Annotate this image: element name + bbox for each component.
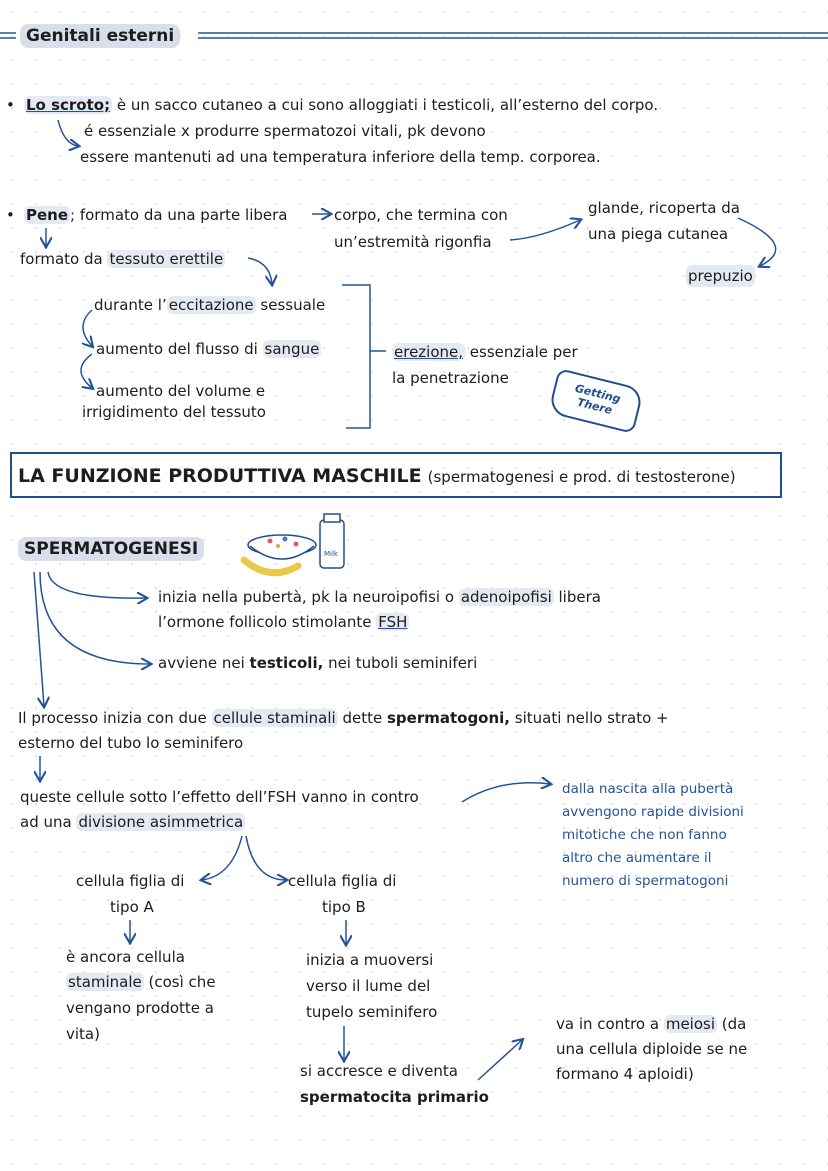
queste2-hl: divisione asimmetrica [76, 813, 246, 831]
figlia-b-line-2: tipo B [322, 898, 366, 916]
dalla-note-3: mitotiche che non fanno [562, 827, 727, 843]
avviene-pre: avviene nei [158, 654, 250, 672]
step1-pre: durante l’ [94, 296, 167, 314]
glande-line-1: glande, ricoperta da [588, 199, 740, 217]
ancora2-post: (così che [143, 973, 216, 991]
pene-term: Pene [24, 206, 71, 224]
queste-line-2: ad una divisione asimmetrica [20, 811, 246, 833]
scroto-term: Lo scroto; [24, 96, 113, 114]
figlia-a-line-2: tipo A [110, 898, 154, 916]
inizia1-pre: inizia nella pubertà, pk la neuroipofisi… [158, 588, 459, 606]
section-title-line: LA FUNZIONE PRODUTTIVA MASCHILE (spermat… [18, 463, 736, 490]
corpo-line-2: un’estremità rigonfia [334, 233, 492, 251]
bullet-icon: • [6, 206, 15, 224]
queste2-pre: ad una [20, 813, 77, 831]
tessuto-erettile: tessuto erettile [107, 250, 226, 268]
step-eccitazione: durante l’eccitazione sessuale [94, 294, 325, 316]
erezione-post: essenziale per [465, 343, 578, 361]
milk-label: Milk [324, 550, 339, 558]
figlia-b-line-1: cellula figlia di [288, 872, 397, 890]
muove-line-3: tupelo seminifero [306, 1003, 438, 1021]
inizia2-hl: FSH [376, 613, 410, 631]
dalla-note-5: numero di spermatogoni [562, 873, 729, 889]
muove-line-2: verso il lume del [306, 977, 431, 995]
corpo-line-1: corpo, che termina con [334, 206, 508, 224]
meiosi1-post: (da [717, 1015, 747, 1033]
tessuto-line: formato da tessuto erettile [20, 248, 226, 270]
ancora-line-1: è ancora cellula [66, 948, 185, 966]
processo-line-2: esterno del tubo lo seminifero [18, 734, 244, 752]
muove-line-1: inizia a muoversi [306, 951, 434, 969]
accresce-line: si accresce e diventa [300, 1062, 458, 1080]
spermatogenesi-title: SPERMATOGENESI [18, 537, 205, 561]
inizia1-hl: adenoipofisi [458, 588, 554, 606]
avviene-line: avviene nei testicoli, nei tuboli semini… [158, 652, 477, 674]
scroto-line: Lo scroto; è un sacco cutaneo a cui sono… [24, 94, 658, 116]
step2-pre: aumento del flusso di [96, 340, 263, 358]
scroto-note-2: essere mantenuti ad una temperatura infe… [80, 148, 601, 166]
inizia-line-2: l’ormone follicolo stimolante FSH [158, 611, 410, 633]
queste-line-1: queste cellule sotto l’effetto dell’FSH … [20, 788, 419, 806]
getting-there-sticker: Getting There [547, 368, 645, 434]
meiosi1-pre: va in contro a [556, 1015, 664, 1033]
proc1-mid: dette [337, 709, 387, 727]
proc1-hl: cellule staminali [211, 709, 338, 727]
section-subtitle: (spermatogenesi e prod. di testosterone) [427, 468, 736, 486]
scroto-note-1: é essenziale x produrre spermatozoi vita… [84, 122, 486, 140]
prepuzio-label: prepuzio [686, 265, 755, 287]
erezione-term: erezione, [392, 343, 466, 361]
meiosi-line-1: va in contro a meiosi (da [556, 1013, 746, 1035]
tessuto-pre: formato da [20, 250, 108, 268]
avviene-b: testicoli, [249, 654, 324, 672]
step1-hl: eccitazione [166, 296, 256, 314]
proc1-post: situati nello strato + [510, 709, 669, 727]
section-box [10, 452, 782, 498]
ancora-line-3: vengano prodotte a [66, 999, 214, 1017]
meiosi-line-3: formano 4 aploidi) [556, 1065, 694, 1083]
section-title: LA FUNZIONE PRODUTTIVA MASCHILE [18, 465, 422, 487]
meiosi1-hl: meiosi [663, 1015, 718, 1033]
ancora2-hl: staminale [66, 973, 144, 991]
inizia1-post: libera [553, 588, 601, 606]
processo-line-1: Il processo inizia con due cellule stami… [18, 707, 669, 729]
dalla-note-1: dalla nascita alla pubertà [562, 781, 734, 797]
pene-desc: ; formato da una parte libera [70, 206, 288, 224]
inizia-line-1: inizia nella pubertà, pk la neuroipofisi… [158, 586, 601, 608]
step-volume-2: irrigidimento del tessuto [82, 403, 266, 421]
proc1-b: spermatogoni, [386, 709, 511, 727]
figlia-a-line-1: cellula figlia di [76, 872, 185, 890]
step-sangue: aumento del flusso di sangue [96, 338, 322, 360]
step-volume-1: aumento del volume e [96, 382, 266, 400]
spermatocita-primario: spermatocita primario [300, 1088, 489, 1106]
scroto-desc: è un sacco cutaneo a cui sono alloggiati… [116, 96, 659, 114]
ancora-line-4: vita) [66, 1025, 100, 1043]
meiosi-line-2: una cellula diploide se ne [556, 1040, 748, 1058]
dalla-note-2: avvengono rapide divisioni [562, 804, 744, 820]
ancora-line-2: staminale (così che [66, 971, 216, 993]
page-title: Genitali esterni [20, 24, 181, 48]
pene-line: Pene; formato da una parte libera [24, 204, 288, 226]
step1-post: sessuale [255, 296, 326, 314]
proc1-pre: Il processo inizia con due [18, 709, 212, 727]
bullet-icon: • [6, 96, 15, 114]
avviene-post: nei tuboli seminiferi [323, 654, 478, 672]
erezione-line-2: la penetrazione [392, 369, 509, 387]
glande-line-2: una piega cutanea [588, 225, 729, 243]
inizia2-pre: l’ormone follicolo stimolante [158, 613, 377, 631]
step2-hl: sangue [262, 340, 322, 358]
erezione-line: erezione, essenziale per [392, 341, 578, 363]
dalla-note-4: altro che aumentare il [562, 850, 712, 866]
